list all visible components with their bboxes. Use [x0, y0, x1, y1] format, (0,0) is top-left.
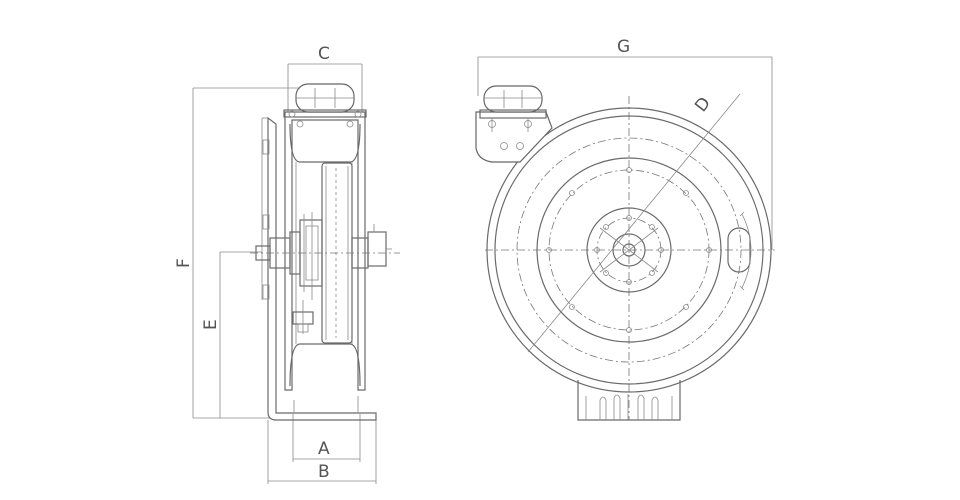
label-d: D — [691, 93, 715, 116]
axle-ring — [612, 233, 646, 267]
dimension-a: A — [292, 414, 361, 462]
hose-guide-side — [283, 83, 367, 128]
reel-drum-side — [284, 111, 366, 391]
label-e: E — [201, 319, 221, 330]
front-view: G — [475, 37, 775, 421]
hose-slot — [727, 211, 752, 291]
dimension-d: D — [527, 93, 741, 353]
hose-guide-front — [475, 85, 553, 163]
outer-flange-inner-edge — [494, 115, 764, 385]
dimension-g: G — [477, 37, 773, 250]
outer-flange — [486, 107, 772, 393]
label-f: F — [174, 258, 194, 268]
hub-spokes — [599, 227, 659, 273]
hose-wrap-circle — [516, 137, 742, 363]
mounting-bracket — [261, 116, 377, 421]
label-c: C — [318, 44, 330, 64]
hub-plate — [586, 207, 672, 293]
mounting-foot-front — [577, 380, 681, 421]
drum-ring — [536, 157, 722, 343]
bolt-circle-inner — [596, 217, 662, 283]
side-view: C F E A B — [174, 44, 400, 484]
dimension-e: E — [201, 251, 262, 418]
hub-bolts — [546, 167, 712, 333]
label-a: A — [318, 439, 330, 459]
axle-center — [622, 243, 636, 257]
axle-hub-side — [250, 212, 400, 334]
dimension-b: B — [267, 420, 377, 484]
label-g: G — [617, 37, 630, 57]
label-b: B — [318, 462, 330, 482]
dimension-f: F — [174, 87, 300, 419]
bolt-circle-outer — [548, 169, 710, 331]
